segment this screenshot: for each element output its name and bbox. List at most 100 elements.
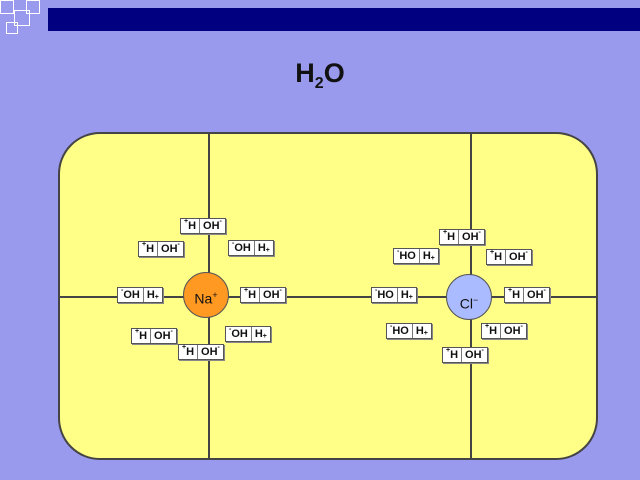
molecule-cell: -HO (372, 287, 397, 302)
atom-symbol: H (146, 243, 155, 255)
sodium-symbol: Na (194, 290, 213, 307)
molecule-cell: -HO (387, 323, 412, 338)
atom-symbol: H (489, 325, 498, 337)
atom-symbol: OH (123, 289, 140, 301)
atom-symbol: OH (527, 289, 544, 301)
title-tail: O (323, 58, 345, 88)
charge-label: + (443, 229, 448, 236)
atom-symbol: H (400, 289, 409, 301)
molecule-cell: OH- (505, 249, 531, 264)
charge-label: - (219, 218, 222, 225)
sodium-charge: + (212, 290, 218, 300)
molecule-cell: -OH (229, 240, 254, 255)
water-molecule: +H OH- (138, 241, 184, 257)
atom-symbol: H (494, 251, 503, 263)
chloride-symbol: Cl (459, 295, 473, 312)
charge-label: - (478, 229, 481, 236)
molecule-cell: +H (181, 218, 199, 233)
charge-label: - (177, 241, 180, 248)
atom-symbol: OH (263, 289, 280, 301)
atom-symbol: H (188, 220, 197, 232)
atom-symbol: H (422, 250, 431, 262)
charge-label: - (279, 287, 282, 294)
atom-symbol: H (248, 289, 257, 301)
charge-label: + (408, 294, 413, 301)
molecule-cell: +H (505, 287, 523, 302)
molecule-cell: +H (440, 229, 458, 244)
atom-symbol: OH (509, 251, 526, 263)
atom-symbol: OH (161, 243, 178, 255)
decor-square (26, 0, 40, 14)
charge-label: - (170, 328, 173, 335)
charge-label: - (229, 326, 232, 333)
molecule-cell: OH- (150, 328, 176, 343)
molecule-cell: H+ (396, 288, 416, 302)
charge-label: + (430, 255, 435, 262)
charge-label: + (262, 333, 267, 340)
molecule-cell: H+ (250, 327, 270, 341)
atom-symbol: OH (231, 328, 248, 340)
charge-label: + (265, 247, 270, 254)
chloride-charge: − (472, 295, 479, 305)
molecule-cell: +H (241, 287, 259, 302)
sodium-ion: Na+ (183, 272, 229, 318)
decor-square (14, 10, 30, 26)
header-bar (48, 8, 640, 31)
molecule-cell: -HO (394, 248, 419, 263)
charge-label: + (423, 330, 428, 337)
grid-line-horizontal (59, 296, 597, 298)
decor-square (0, 0, 14, 14)
charge-label: + (490, 249, 495, 256)
atom-symbol: H (139, 330, 148, 342)
atom-symbol: H (450, 349, 459, 361)
water-molecule: +H OH- (504, 287, 550, 303)
molecule-cell: OH- (259, 287, 285, 302)
title-main: H (295, 58, 315, 88)
corner-decoration (0, 0, 640, 40)
charge-label: - (520, 323, 523, 330)
page-title: H2O (0, 58, 640, 93)
molecule-cell: H+ (142, 288, 162, 302)
atom-symbol: H (512, 289, 521, 301)
charge-label: - (217, 344, 220, 351)
molecule-cell: +H (482, 323, 500, 338)
atom-symbol: OH (465, 349, 482, 361)
charge-label: - (375, 287, 378, 294)
atom-symbol: HO (377, 289, 394, 301)
molecule-cell: -OH (118, 287, 143, 302)
molecule-cell: OH- (461, 347, 487, 362)
molecule-cell: OH- (197, 344, 223, 359)
atom-symbol: H (186, 346, 195, 358)
molecule-cell: +H (443, 347, 461, 362)
charge-label: + (244, 287, 249, 294)
atom-symbol: H (254, 328, 263, 340)
charge-label: - (390, 323, 393, 330)
molecule-cell: H+ (411, 324, 431, 338)
atom-symbol: OH (234, 242, 251, 254)
charge-label: - (481, 347, 484, 354)
title-subscript: 2 (314, 75, 324, 92)
charge-label: + (184, 218, 189, 225)
atom-symbol: HO (399, 250, 416, 262)
molecule-cell: +H (132, 328, 150, 343)
molecule-cell: OH- (458, 229, 484, 244)
chloride-ion: Cl− (446, 274, 492, 320)
atom-symbol: H (146, 289, 155, 301)
charge-label: - (543, 287, 546, 294)
molecule-cell: H+ (253, 241, 273, 255)
charge-label: + (142, 241, 147, 248)
atom-symbol: OH (201, 346, 218, 358)
atom-symbol: HO (392, 325, 409, 337)
molecule-cell: OH- (199, 218, 225, 233)
decor-square (6, 22, 18, 34)
